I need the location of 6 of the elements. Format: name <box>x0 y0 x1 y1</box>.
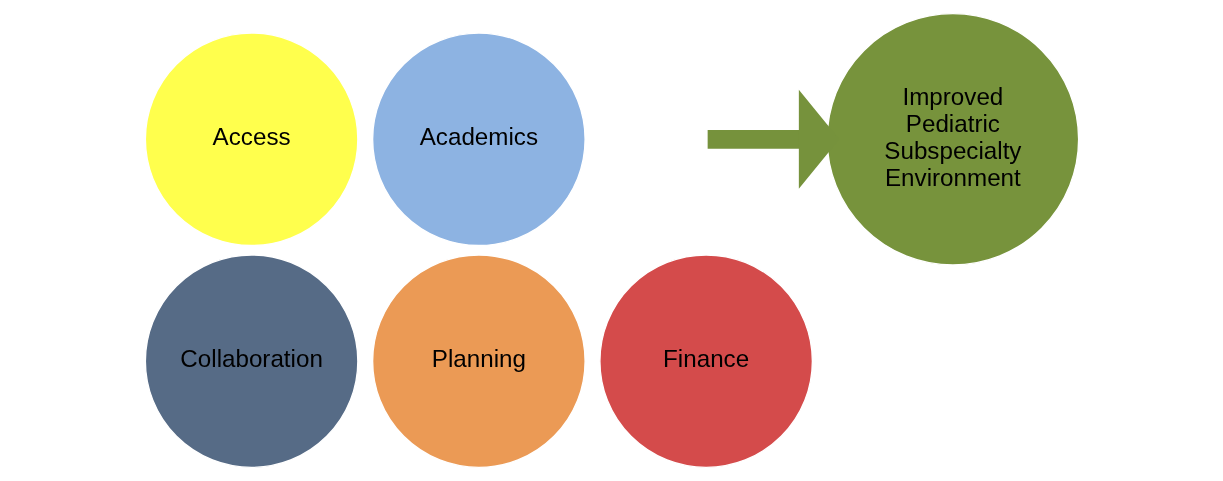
node-circle: Planning <box>371 254 586 469</box>
node-circle: Access <box>144 32 359 247</box>
node-circle: Collaboration <box>144 254 359 469</box>
node-circle: Improved Pediatric Subspecialty Environment <box>826 12 1079 266</box>
node-circle: Academics <box>371 32 586 247</box>
node-circle: Finance <box>598 254 813 469</box>
